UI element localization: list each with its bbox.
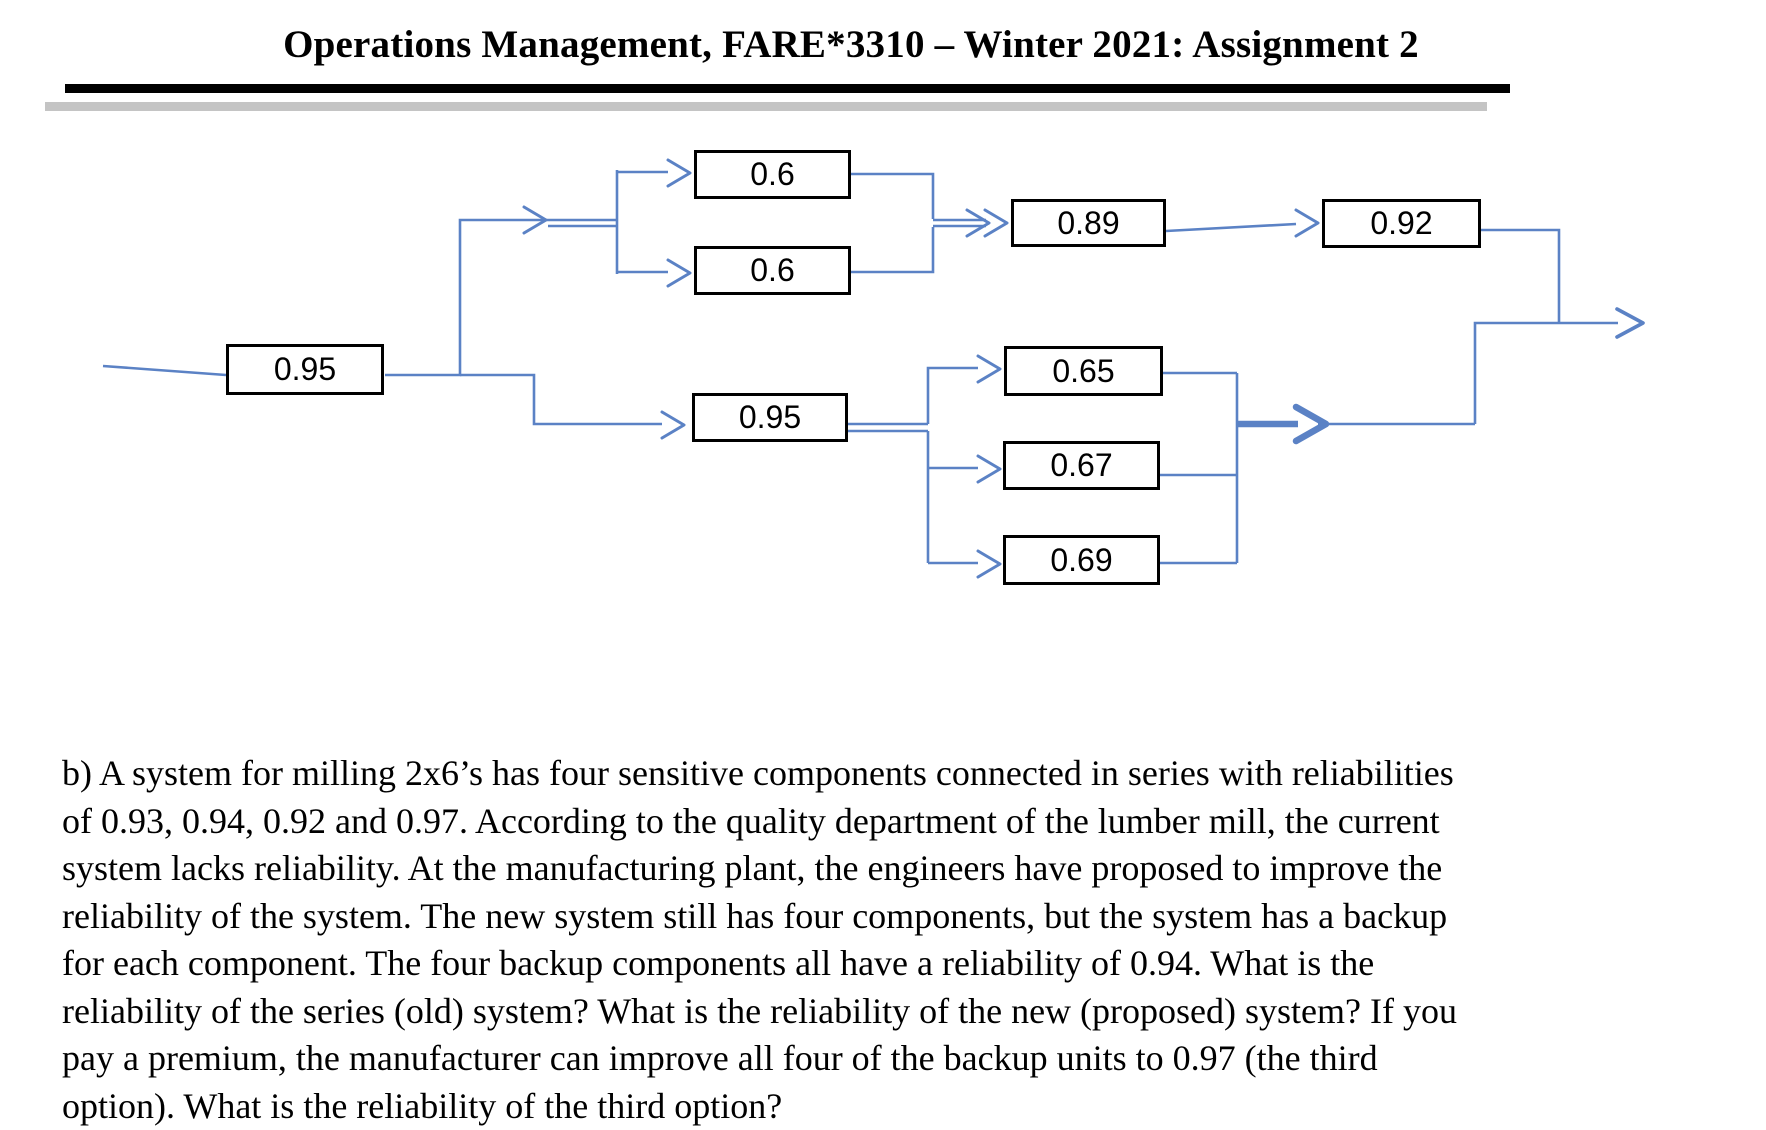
- question-line: system lacks reliability. At the manufac…: [62, 845, 1762, 893]
- diagram-box-stage-089: 0.89: [1011, 199, 1166, 247]
- question-paragraph: b) A system for milling 2x6’s has four s…: [62, 750, 1762, 1130]
- diagram-box-stage2-095: 0.95: [692, 393, 848, 442]
- box-value: 0.69: [1050, 542, 1112, 579]
- box-value: 0.65: [1052, 353, 1114, 390]
- box-value: 0.95: [739, 399, 801, 436]
- box-value: 0.6: [750, 156, 794, 193]
- question-line: reliability of the series (old) system? …: [62, 988, 1762, 1036]
- diagram-box-parallel-a-unit1: 0.6: [694, 150, 851, 199]
- box-value: 0.89: [1057, 205, 1119, 242]
- question-line: b) A system for milling 2x6’s has four s…: [62, 750, 1762, 798]
- diagram-box-parallel-a-unit2: 0.6: [694, 246, 851, 295]
- diagram-box-parallel-b-unit3: 0.69: [1003, 535, 1160, 585]
- question-line: option). What is the reliability of the …: [62, 1083, 1762, 1130]
- question-line: pay a premium, the manufacturer can impr…: [62, 1035, 1762, 1083]
- diagram-box-parallel-b-unit2: 0.67: [1003, 441, 1160, 490]
- question-line: for each component. The four backup comp…: [62, 940, 1762, 988]
- input-line: [103, 366, 226, 375]
- output-arrow: [1475, 309, 1643, 424]
- diagram-box-stage1-095: 0.95: [226, 344, 384, 395]
- diagram-box-stage-092: 0.92: [1322, 199, 1481, 248]
- lower-branch-connectors: [460, 356, 1475, 577]
- reliability-block-diagram: 0.95 0.6 0.6 0.89 0.92 0.95 0.65 0.67 0.…: [0, 0, 1766, 640]
- diagram-connectors: [0, 0, 1766, 640]
- diagram-box-parallel-b-unit1: 0.65: [1004, 346, 1163, 396]
- upper-branch-connectors: [385, 160, 1559, 375]
- question-line: reliability of the system. The new syste…: [62, 893, 1762, 941]
- box-value: 0.67: [1050, 447, 1112, 484]
- box-value: 0.92: [1370, 205, 1432, 242]
- box-value: 0.6: [750, 252, 794, 289]
- box-value: 0.95: [274, 351, 336, 388]
- question-line: of 0.93, 0.94, 0.92 and 0.97. According …: [62, 798, 1762, 846]
